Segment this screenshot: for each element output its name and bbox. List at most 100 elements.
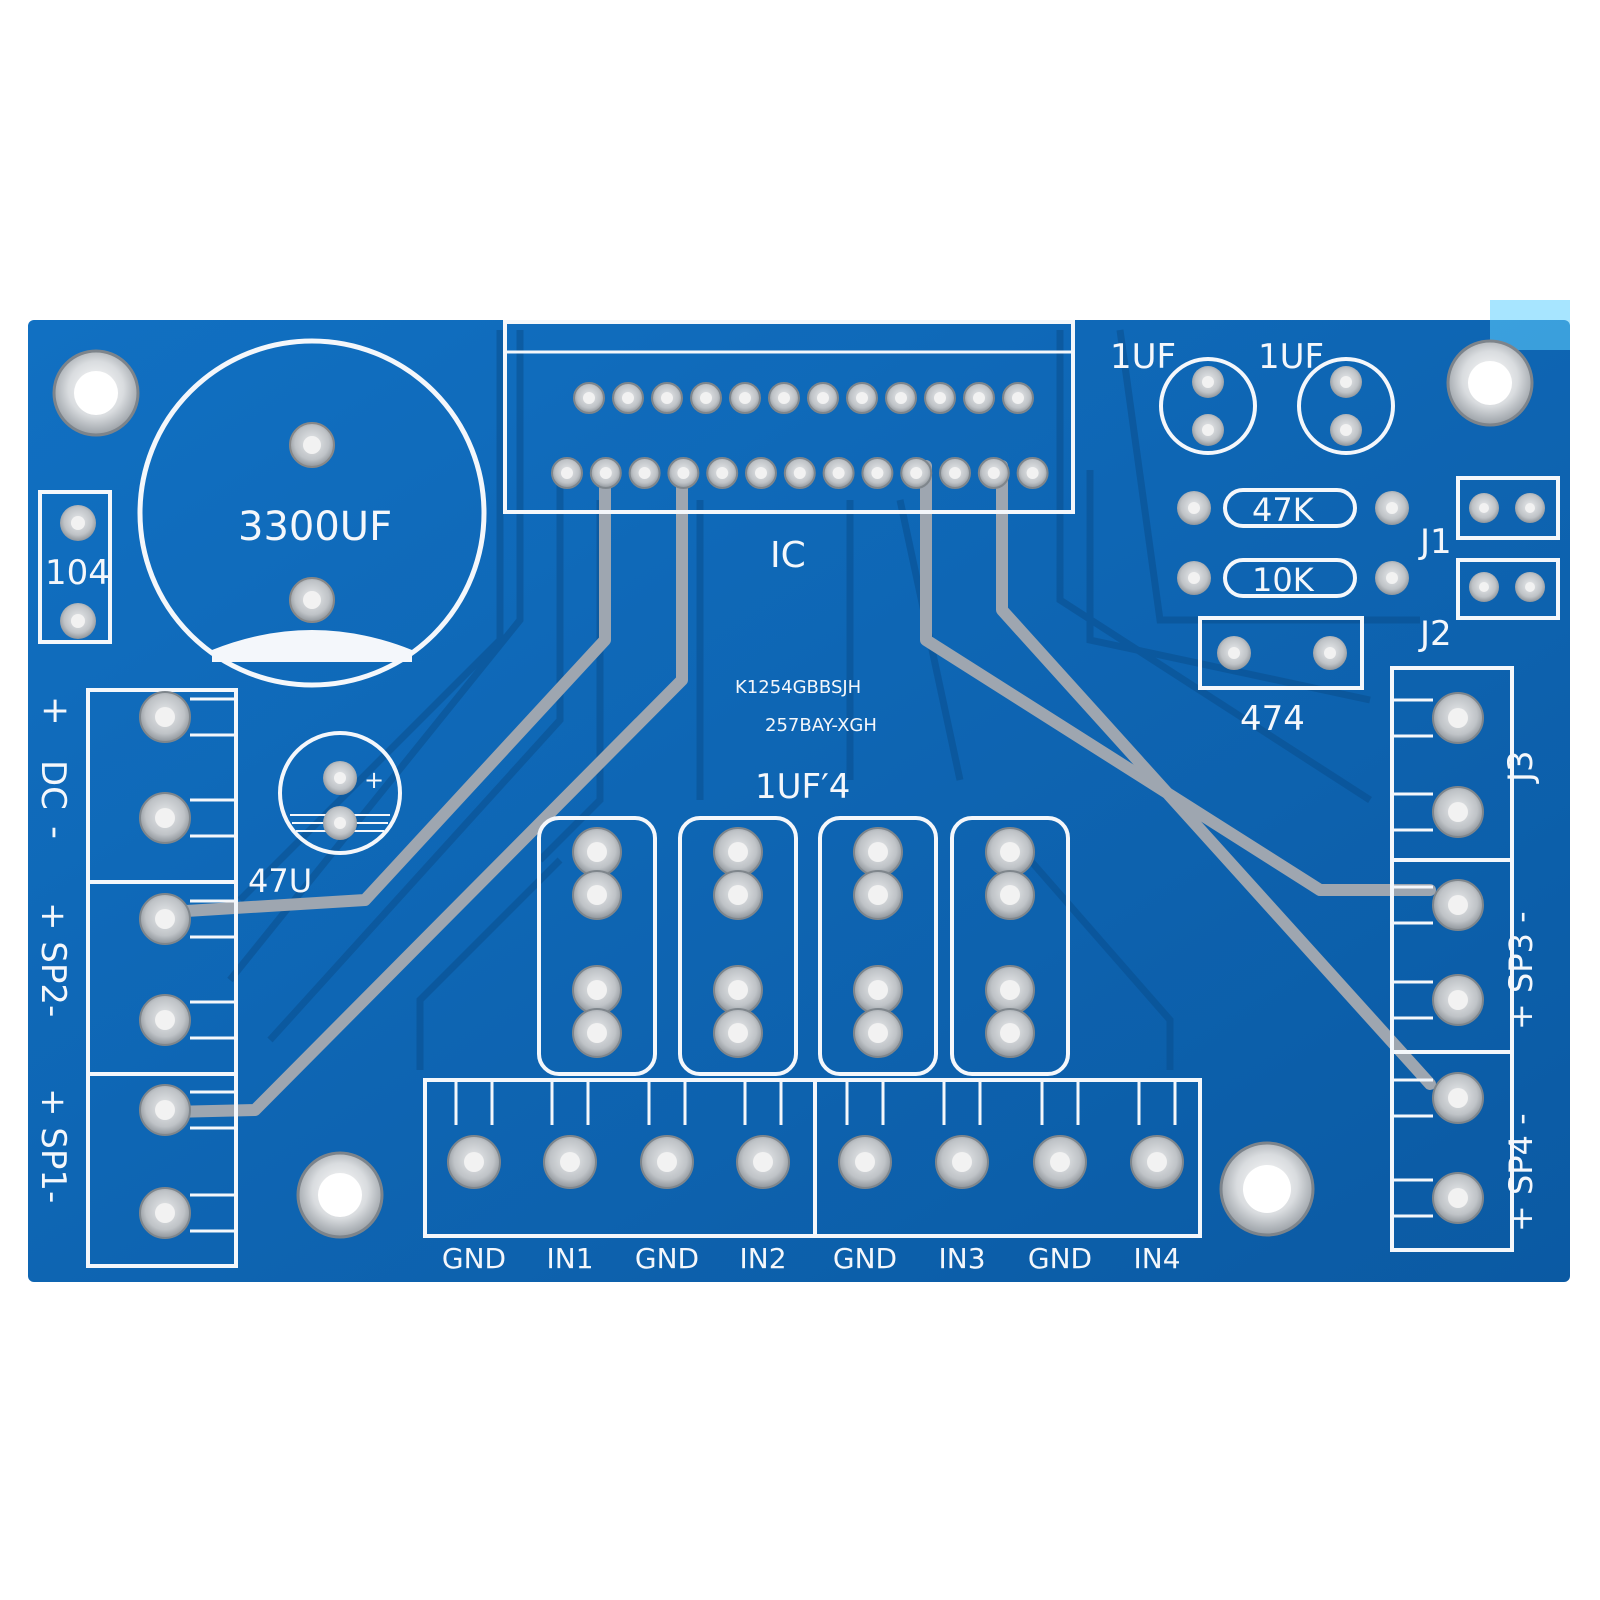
input-terminal-pad	[543, 1135, 597, 1189]
ic-pin-pad	[900, 457, 933, 489]
terminal-pad	[139, 1187, 191, 1239]
right-terminals	[1390, 666, 1514, 1252]
label-10k: 10K	[1252, 561, 1315, 599]
ic-pin-pad	[977, 457, 1010, 489]
cap-1uf-pad	[853, 965, 903, 1015]
input-terminal-pad	[935, 1135, 989, 1189]
terminal-pad	[1432, 786, 1484, 838]
cap-1uf-pad	[985, 1008, 1035, 1058]
label-j3: J3	[1501, 750, 1541, 784]
cap-1uf-pad	[985, 965, 1035, 1015]
ic-pin-pad	[783, 457, 816, 489]
ic-pin-pad	[745, 457, 777, 489]
ic-pin-pad	[963, 382, 995, 414]
label-sp2: + SP2-	[33, 902, 73, 1017]
input-terminal-pad	[736, 1135, 790, 1189]
cap-1uf-pad	[985, 827, 1035, 877]
cap-1uf-pad	[713, 870, 763, 920]
ic-footprint	[503, 320, 1075, 514]
ic-pin-pad	[1002, 382, 1034, 414]
ic-pin-pad	[822, 457, 855, 489]
ic-pin-pad	[667, 457, 700, 489]
left-terminals	[86, 688, 238, 1268]
terminal-pad	[1432, 974, 1484, 1026]
cap-1uf-pad	[853, 870, 903, 920]
ic-pin-pad	[1016, 457, 1049, 489]
label-104: 104	[45, 553, 110, 593]
input-terminal-pad	[447, 1135, 501, 1189]
cap-1uf-x4-footprints	[537, 816, 1070, 1076]
terminal-pad	[139, 1084, 191, 1136]
cap-1uf-pad	[713, 1008, 763, 1058]
input-label: GND	[635, 1242, 699, 1275]
label-1uf-x4: 1UF′4	[755, 767, 850, 807]
input-terminal-pad	[838, 1135, 892, 1189]
label-j2: J2	[1418, 614, 1452, 654]
cap-1uf-pad	[853, 1008, 903, 1058]
label-1uf-b: 1UF	[1258, 337, 1324, 377]
ic-pin-pad	[861, 457, 894, 489]
ic-pin-pad	[846, 382, 878, 414]
ic-pin-pad	[768, 382, 800, 414]
input-label: IN3	[938, 1242, 985, 1275]
svg-text:+: +	[364, 766, 384, 794]
ic-pin-pad	[573, 382, 605, 414]
label-j1: J1	[1418, 522, 1452, 562]
pcb-board	[28, 320, 1570, 1282]
ic-pin-pad	[690, 382, 722, 414]
ic-pin-pad	[612, 382, 644, 414]
label-dc-plus: +	[40, 690, 70, 731]
cap-1uf-pair	[1159, 357, 1395, 455]
cap-1uf-pad	[713, 965, 763, 1015]
input-label: GND	[1028, 1242, 1092, 1275]
label-3300uf: 3300UF	[238, 504, 392, 550]
terminal-pad	[1432, 879, 1484, 931]
label-dc-minus: -	[35, 826, 76, 839]
input-label: GND	[833, 1242, 897, 1275]
input-terminal-pad	[1130, 1135, 1184, 1189]
label-code-1: K1254GBBSJH	[735, 677, 861, 698]
terminal-pad	[1432, 1072, 1484, 1124]
input-label: IN1	[546, 1242, 593, 1275]
label-sp4: + SP4 -	[1502, 1113, 1540, 1232]
cap-1uf-pad	[853, 827, 903, 877]
ic-pin-pad	[551, 457, 583, 489]
ic-pin-pad	[628, 457, 661, 489]
label-sp1: + SP1-	[33, 1088, 73, 1203]
cap-1uf-pad	[572, 870, 622, 920]
label-1uf-a: 1UF	[1110, 337, 1176, 377]
terminal-pad	[139, 792, 191, 844]
mount-holes	[52, 339, 1534, 1239]
label-dc: DC	[33, 760, 73, 810]
label-ic: IC	[770, 535, 806, 576]
label-474: 474	[1240, 699, 1305, 739]
ic-pin-pad	[589, 457, 622, 489]
ic-pin-pad	[729, 382, 761, 414]
label-47k: 47K	[1252, 491, 1315, 529]
cap-1uf-pad	[572, 965, 622, 1015]
ic-pin-pad	[706, 457, 739, 489]
cap-3300uf-footprint	[137, 338, 487, 688]
cap-1uf-pad	[572, 827, 622, 877]
cap-1uf-pad	[713, 827, 763, 877]
input-terminal-pad	[640, 1135, 694, 1189]
terminal-pad	[139, 691, 191, 743]
label-47u: 47U	[248, 862, 312, 900]
ic-pin-pad	[807, 382, 839, 414]
terminal-pad	[1432, 692, 1484, 744]
ic-pin-pad	[651, 382, 683, 414]
terminal-pad	[1432, 1172, 1484, 1224]
terminal-pad	[139, 994, 191, 1046]
input-terminals	[423, 1078, 1202, 1238]
cap-1uf-pad	[985, 870, 1035, 920]
cap-47u-footprint: +	[278, 731, 402, 855]
resistors	[1177, 488, 1409, 598]
cap-1uf-pad	[572, 1008, 622, 1058]
ic-pin-pad	[924, 382, 956, 414]
input-label: IN4	[1133, 1242, 1180, 1275]
label-code-2: 257BAY-XGH	[765, 715, 877, 736]
label-sp3: + SP3 -	[1502, 911, 1540, 1030]
ic-pin-pad	[939, 457, 971, 489]
